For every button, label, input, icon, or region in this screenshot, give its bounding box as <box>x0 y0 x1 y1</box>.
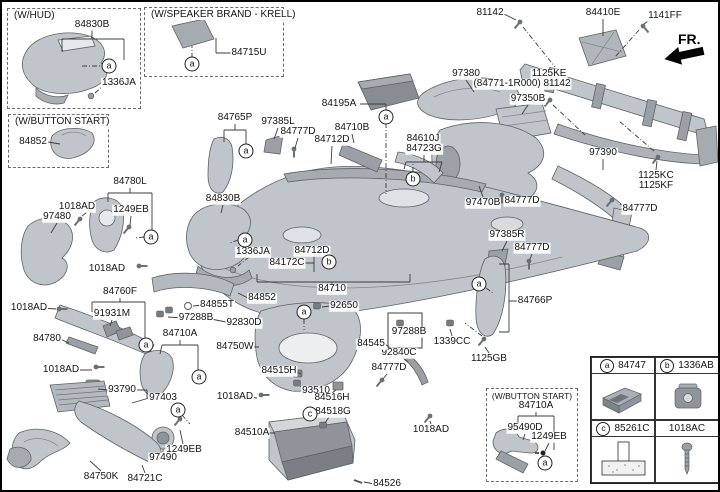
glove-box-84510a-illustration <box>268 412 356 481</box>
side-panel-84766p-illustration <box>475 255 507 337</box>
hud-cluster-hood-illustration <box>21 32 108 105</box>
legend-header-b: b 1336AB <box>656 358 718 374</box>
console-trim-illustrations <box>6 400 162 470</box>
section-title-button-start-bottom: (W/BUTTON START) <box>489 391 575 401</box>
section-title-hud: (W/HUD) <box>12 10 57 21</box>
section-title-button-start-top: (W/BUTTON START) <box>13 116 112 127</box>
legend-cell-c: c 85261C <box>591 420 655 483</box>
legend-callout-b: b <box>660 358 675 373</box>
section-w-button-start-bottom: (W/BUTTON START) <box>486 388 578 482</box>
dash-dot-lines <box>82 26 655 425</box>
krell-speaker-grille-illustration <box>171 18 215 49</box>
glovebox-housing-84750w-illustration <box>254 302 361 392</box>
legend-part-no-a: 84747 <box>618 360 646 371</box>
legend-image-a <box>592 374 654 419</box>
lower-trim-84760f-illustration <box>54 304 155 356</box>
screw-1018ac-icon <box>681 442 693 475</box>
legend-header-d: 1018AC <box>656 421 718 437</box>
legend-part-no-c: 85261C <box>614 423 650 434</box>
section-w-button-start-top: (W/BUTTON START) <box>8 114 112 168</box>
legend-callout-a: a <box>600 358 615 373</box>
legend-image-b <box>656 374 718 419</box>
clip-84747-icon <box>602 387 642 414</box>
bracket-84516h-illustration <box>332 381 344 391</box>
fr-label: FR. <box>678 31 701 47</box>
steering-cover-97480-illustration <box>20 217 73 286</box>
section-w-speaker-krell: (W/SPEAKER BRAND - KRELL) <box>144 7 298 77</box>
button-start-cover-illustration <box>50 128 95 159</box>
clip-97288b-box <box>387 312 423 349</box>
legend-callout-c: c <box>596 421 611 436</box>
bumper-85261c-icon <box>601 441 646 475</box>
fr-direction-indicator: FR. <box>678 31 701 47</box>
legend-cell-b: b 1336AB <box>655 357 718 420</box>
column-shroud-84780l-illustration <box>89 197 124 253</box>
key-lock-95490d-illustration <box>492 428 539 474</box>
side-garnish-84765p-illustration <box>207 136 234 194</box>
section-w-hud: (W/HUD) <box>7 8 141 109</box>
section-title-krell: (W/SPEAKER BRAND - KRELL) <box>149 9 298 20</box>
lower-pad-84852-illustration <box>151 272 235 297</box>
legend-cell-d: 1018AC <box>655 420 718 483</box>
clip-1336ab-icon <box>674 383 702 408</box>
fr-arrow-icon <box>664 46 705 65</box>
legend-image-d <box>656 437 718 482</box>
side-cover-84710a-illustration <box>139 350 174 397</box>
duct-84610j-illustration <box>394 151 444 184</box>
legend-image-c <box>592 437 654 482</box>
legend-cell-a: a 84747 <box>591 357 655 420</box>
legend-part-no-d: 1018AC <box>668 423 706 434</box>
legend-table: a 84747 b 1336AB <box>590 356 718 484</box>
vent-97403-illustration <box>49 379 111 413</box>
speaker-grille-84195a-illustration <box>357 73 420 111</box>
strip-84545-illustration <box>404 355 429 386</box>
legend-part-no-b: 1336AB <box>678 360 714 371</box>
legend-header-c: c 85261C <box>592 421 654 437</box>
garnish-84710b-illustration <box>338 143 383 173</box>
bracket-97385l-illustration <box>263 134 284 155</box>
fastener-illustrations <box>55 17 663 484</box>
legend-header-a: a 84747 <box>592 358 654 374</box>
